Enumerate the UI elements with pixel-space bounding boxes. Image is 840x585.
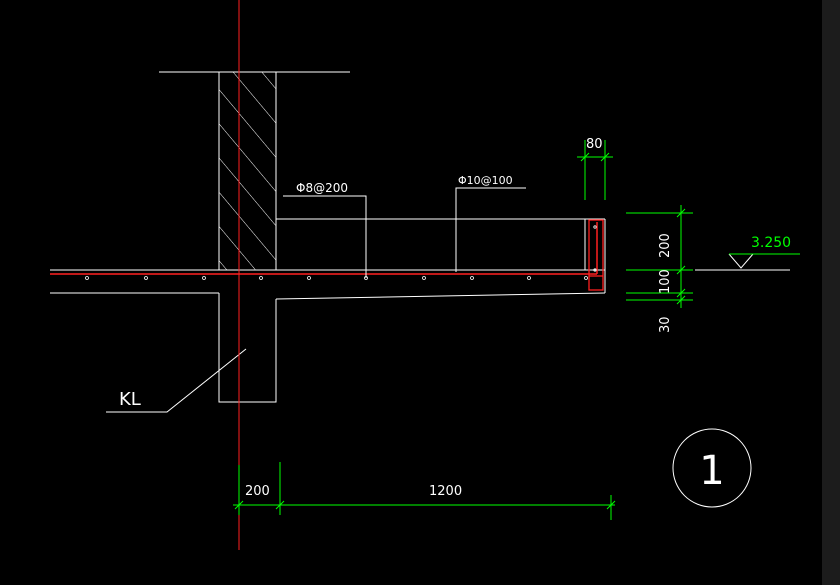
rebar-dot (202, 276, 206, 280)
rebar-dot (307, 276, 311, 280)
dim-bottom (233, 462, 616, 520)
rebar-dot (85, 276, 89, 280)
dim-bottom-200: 200 (245, 484, 270, 499)
rebar-dot (259, 276, 263, 280)
distribution-bars (85, 225, 597, 280)
detail-number: 1 (699, 448, 724, 494)
rebar-dot (144, 276, 148, 280)
kl-leader (106, 348, 247, 413)
beam-kl-outline (218, 293, 277, 403)
rebar-leader-right (455, 187, 526, 272)
dim-right-30: 30 (658, 316, 673, 333)
side-panel-edge (822, 0, 840, 585)
rebar-dot (422, 276, 426, 280)
rebar-dot (527, 276, 531, 280)
slab-bottom-right (275, 292, 606, 300)
beam-label: KL (119, 389, 141, 410)
dim-right-100: 100 (658, 269, 673, 294)
detail-number-circle (672, 428, 752, 508)
rebar-leader-left (283, 195, 367, 278)
rebar-label-right: Φ10@100 (458, 174, 513, 187)
elevation-marker (695, 253, 800, 271)
dim-right-200: 200 (658, 233, 673, 258)
dim-right-vertical (626, 205, 693, 308)
rebar-label-left: Φ8@200 (296, 181, 348, 195)
dim-bottom-1200: 1200 (429, 484, 462, 499)
edge-rebar-box (588, 219, 604, 291)
rebar-dot (470, 276, 474, 280)
rebar-dot (593, 268, 597, 272)
rebar-dot (584, 276, 588, 280)
dim-top-width: 80 (586, 137, 603, 152)
wall-hatched (218, 71, 277, 271)
elevation-value: 3.250 (751, 235, 791, 251)
rebar-dot (593, 225, 597, 229)
dim-top-80 (577, 140, 613, 200)
